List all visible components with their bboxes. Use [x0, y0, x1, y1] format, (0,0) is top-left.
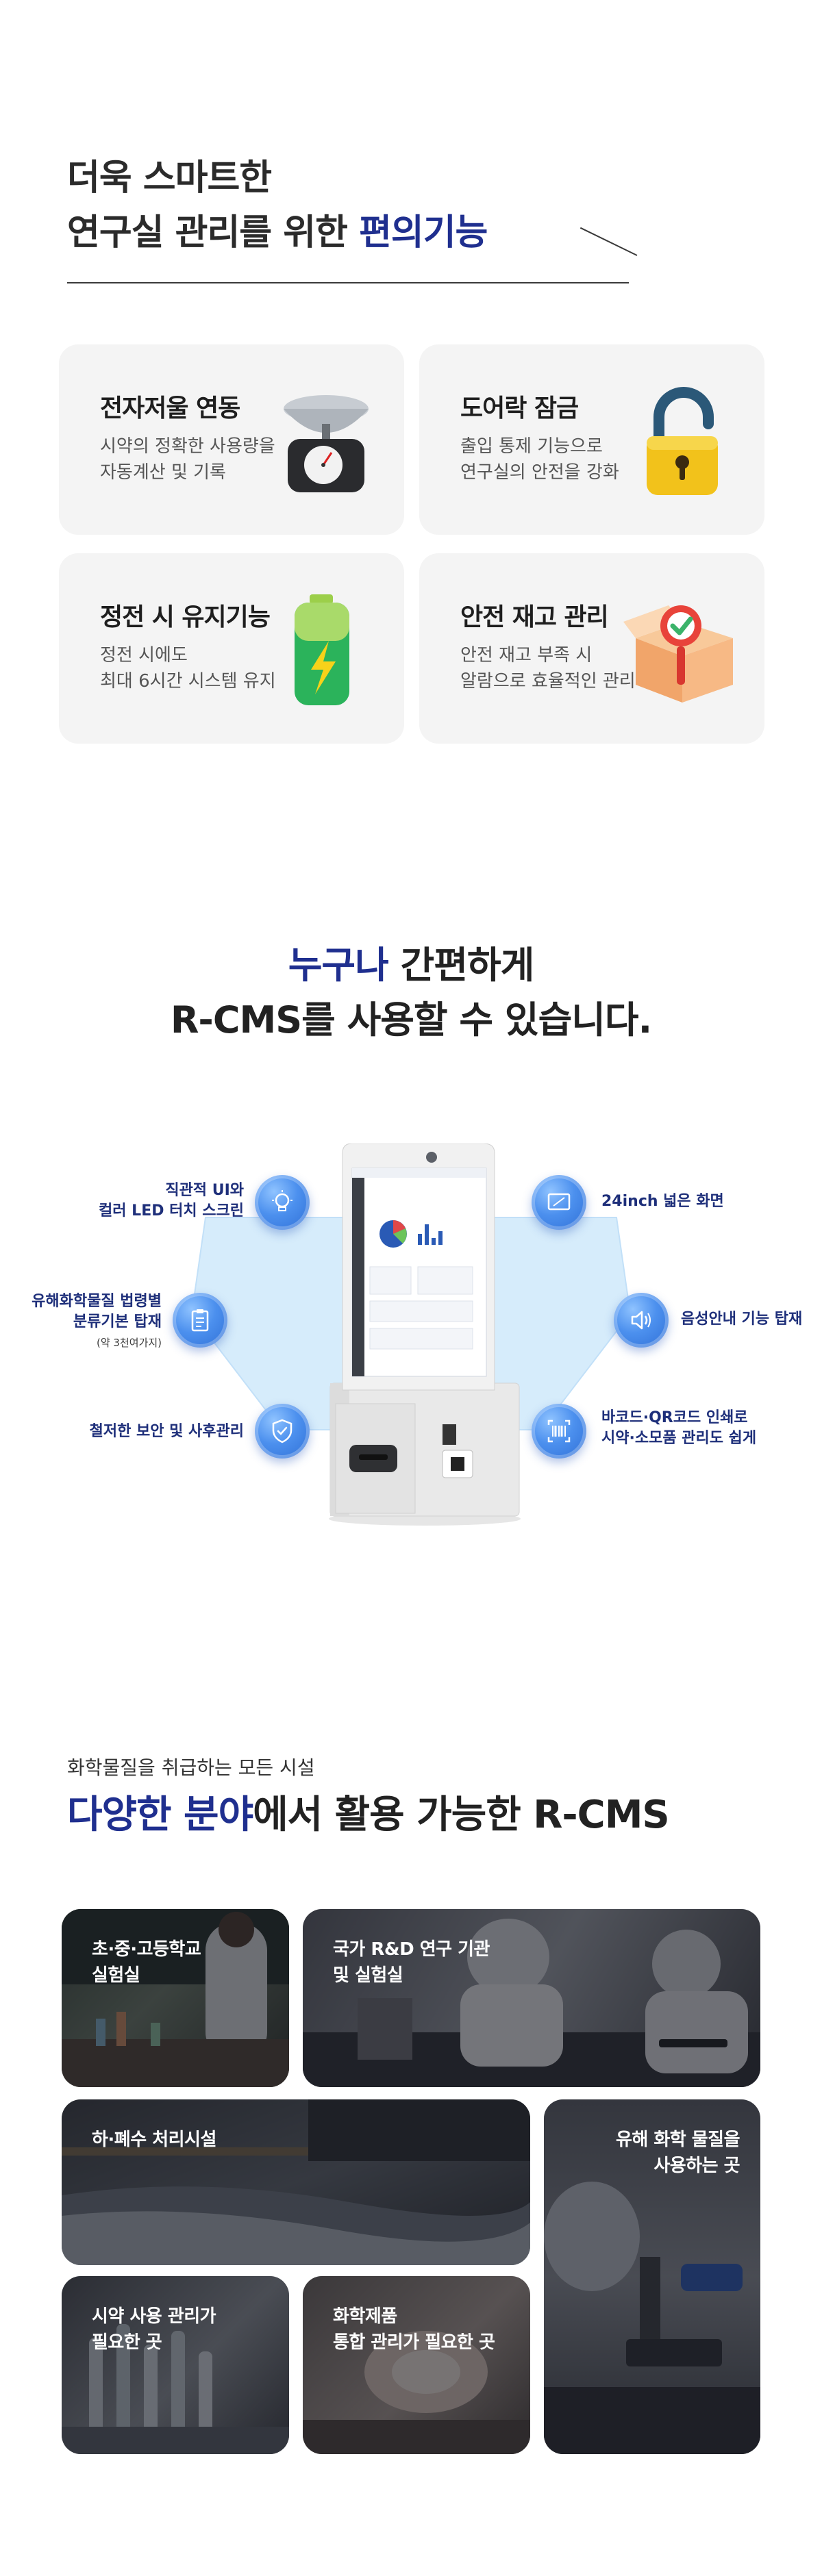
kiosk-feature-diagram: 직관적 UI와 컬러 LED 터치 스크린 유해화학물질 법령별 분류기본 탑재…	[0, 1130, 822, 1541]
section2-title-line1: 누구나 간편하게	[0, 938, 822, 993]
law-classification-feature-icon	[173, 1293, 227, 1348]
voice-guide-feature-icon	[614, 1293, 669, 1348]
tile-label-line2: 및 실험실	[333, 1965, 403, 1986]
section1-title-prefix: 연구실 관리를 위한	[67, 212, 360, 253]
barcode-feature-icon	[532, 1404, 586, 1459]
tile-label-line2: 사용하는 곳	[653, 2156, 740, 2176]
feature-card-desc-line2: 최대 6시간 시스템 유지	[100, 671, 276, 692]
feature-card-desc: 정전 시에도 최대 6시간 시스템 유지	[100, 642, 276, 694]
security-label-text: 철저한 보안 및 사후관리	[89, 1423, 244, 1440]
tile-shade	[62, 2099, 530, 2265]
feature-card-desc: 출입 통제 기능으로 연구실의 안전을 강화	[460, 433, 619, 485]
law-label-line2: 분류기본 탑재	[73, 1313, 162, 1330]
tile-label: 유해 화학 물질을 사용하는 곳	[616, 2127, 740, 2179]
touch-screen-label: 직관적 UI와 컬러 LED 터치 스크린	[66, 1180, 244, 1222]
barcode-label-line2: 시약·소모품 관리도 쉽게	[601, 1430, 757, 1447]
tile-label-line2: 필요한 곳	[92, 2332, 162, 2353]
tile-label-line1: 유해 화학 물질을	[615, 2130, 740, 2150]
field-tile-hazardous: 유해 화학 물질을 사용하는 곳	[544, 2099, 760, 2454]
field-tile-chemical-products: 화학제품 통합 관리가 필요한 곳	[303, 2276, 530, 2454]
monitor-icon	[547, 1193, 571, 1211]
tile-label: 국가 R&D 연구 기관 및 실험실	[333, 1936, 490, 1988]
section3-title-accent: 다양한 분야	[67, 1793, 253, 1837]
section1-title-accent: 편의기능	[359, 212, 488, 253]
padlock-icon	[647, 387, 718, 495]
tile-shade	[62, 2276, 289, 2454]
kiosk-device	[329, 1144, 521, 1526]
section2-title: 누구나 간편하게 R-CMS를 사용할 수 있습니다.	[0, 938, 822, 1048]
feature-card-desc: 안전 재고 부족 시 알람으로 효율적인 관리	[460, 642, 636, 694]
feature-card-title: 전자저울 연동	[100, 394, 240, 422]
tile-label: 시약 사용 관리가 필요한 곳	[92, 2303, 216, 2356]
barcode-icon	[547, 1419, 571, 1443]
battery-icon	[295, 594, 349, 705]
touch-screen-label-line1: 직관적 UI와	[165, 1182, 244, 1199]
lightbulb-icon	[272, 1190, 292, 1211]
feature-card-scale: 전자저울 연동 시약의 정확한 사용량을 자동계산 및 기록	[59, 344, 404, 535]
section3-subtitle: 화학물질을 취급하는 모든 시설	[67, 1756, 315, 1779]
section2-title-line2: R-CMS를 사용할 수 있습니다.	[170, 998, 652, 1041]
tile-label-line1: 화학제품	[333, 2306, 397, 2327]
section1-title: 더욱 스마트한 연구실 관리를 위한 편의기능	[67, 151, 488, 260]
tile-label: 초·중·고등학교 실험실	[92, 1936, 201, 1988]
barcode-label: 바코드·QR코드 인쇄로 시약·소모품 관리도 쉽게	[601, 1408, 807, 1449]
law-classification-label: 유해화학물질 법령별 분류기본 탑재 (약 3천여가지)	[0, 1291, 162, 1353]
tile-label-line1: 국가 R&D 연구 기관	[333, 1939, 490, 1960]
shield-check-icon	[272, 1419, 292, 1443]
tile-shade	[62, 1909, 289, 2087]
field-tile-wastewater: 하·폐수 처리시설	[62, 2099, 530, 2265]
section1-title-line2: 연구실 관리를 위한 편의기능	[67, 205, 488, 260]
field-tile-reagent: 시약 사용 관리가 필요한 곳	[62, 2276, 289, 2454]
feature-card-power: 정전 시 유지기능 정전 시에도 최대 6시간 시스템 유지	[59, 553, 404, 744]
law-label-count: (약 3천여가지)	[96, 1337, 162, 1349]
feature-card-desc-line1: 출입 통제 기능으로	[460, 436, 603, 457]
section3-title-rest: 에서 활용 가능한 R-CMS	[253, 1793, 670, 1837]
tile-label-line1: 시약 사용 관리가	[92, 2306, 216, 2327]
voice-guide-label-text: 음성안내 기능 탑재	[681, 1311, 803, 1328]
feature-card-desc-line2: 알람으로 효율적인 관리	[460, 671, 636, 692]
field-tile-rnd-lab: 국가 R&D 연구 기관 및 실험실	[303, 1909, 760, 2087]
feature-card-desc-line1: 시약의 정확한 사용량을	[100, 436, 275, 457]
section2-title-rest: 간편하게	[388, 944, 535, 987]
section3-title: 다양한 분야에서 활용 가능한 R-CMS	[67, 1784, 670, 1839]
title-underline	[67, 282, 629, 283]
clipboard-icon	[191, 1309, 209, 1332]
speaker-icon	[631, 1311, 651, 1330]
feature-card-desc-line2: 연구실의 안전을 강화	[460, 462, 619, 483]
barcode-label-line1: 바코드·QR코드 인쇄로	[601, 1409, 748, 1426]
feature-card-title: 정전 시 유지기능	[100, 603, 271, 631]
security-feature-icon	[255, 1404, 310, 1459]
touch-screen-feature-icon	[255, 1175, 310, 1230]
tile-label: 하·폐수 처리시설	[92, 2127, 216, 2153]
section2-title-accent: 누구나	[288, 944, 389, 987]
feature-card-desc-line2: 자동계산 및 기록	[100, 462, 226, 483]
tile-label: 화학제품 통합 관리가 필요한 곳	[333, 2303, 495, 2356]
tile-shade	[303, 2276, 530, 2454]
section1-title-line1: 더욱 스마트한	[67, 157, 272, 199]
feature-card-desc-line1: 안전 재고 부족 시	[460, 645, 593, 666]
tile-shade	[303, 1909, 760, 2087]
inventory-box-icon	[623, 605, 733, 703]
tile-label-line1: 초·중·고등학교	[92, 1939, 201, 1960]
wide-screen-feature-icon	[532, 1175, 586, 1230]
feature-card-title: 안전 재고 관리	[460, 603, 609, 631]
feature-card-desc: 시약의 정확한 사용량을 자동계산 및 기록	[100, 433, 275, 485]
tile-label-line1: 하·폐수 처리시설	[92, 2130, 216, 2150]
law-label-line1: 유해화학물질 법령별	[32, 1293, 162, 1310]
scale-icon	[284, 395, 369, 492]
feature-card-desc-line1: 정전 시에도	[100, 645, 188, 666]
tile-label-line2: 통합 관리가 필요한 곳	[333, 2332, 495, 2353]
tile-shade	[544, 2099, 760, 2454]
security-label: 철저한 보안 및 사후관리	[38, 1422, 244, 1442]
tile-label-line2: 실험실	[92, 1965, 140, 1986]
feature-card-doorlock: 도어락 잠금 출입 통제 기능으로 연구실의 안전을 강화	[419, 344, 764, 535]
field-tile-school-lab: 초·중·고등학교 실험실	[62, 1909, 289, 2087]
wide-screen-label-text: 24inch 넓은 화면	[601, 1193, 724, 1210]
touch-screen-label-line2: 컬러 LED 터치 스크린	[99, 1202, 244, 1220]
title-underline-tick	[580, 227, 638, 256]
voice-guide-label: 음성안내 기능 탑재	[681, 1309, 818, 1330]
feature-card-title: 도어락 잠금	[460, 394, 579, 422]
wide-screen-label: 24inch 넓은 화면	[601, 1191, 780, 1212]
feature-card-inventory: 안전 재고 관리 안전 재고 부족 시 알람으로 효율적인 관리	[419, 553, 764, 744]
